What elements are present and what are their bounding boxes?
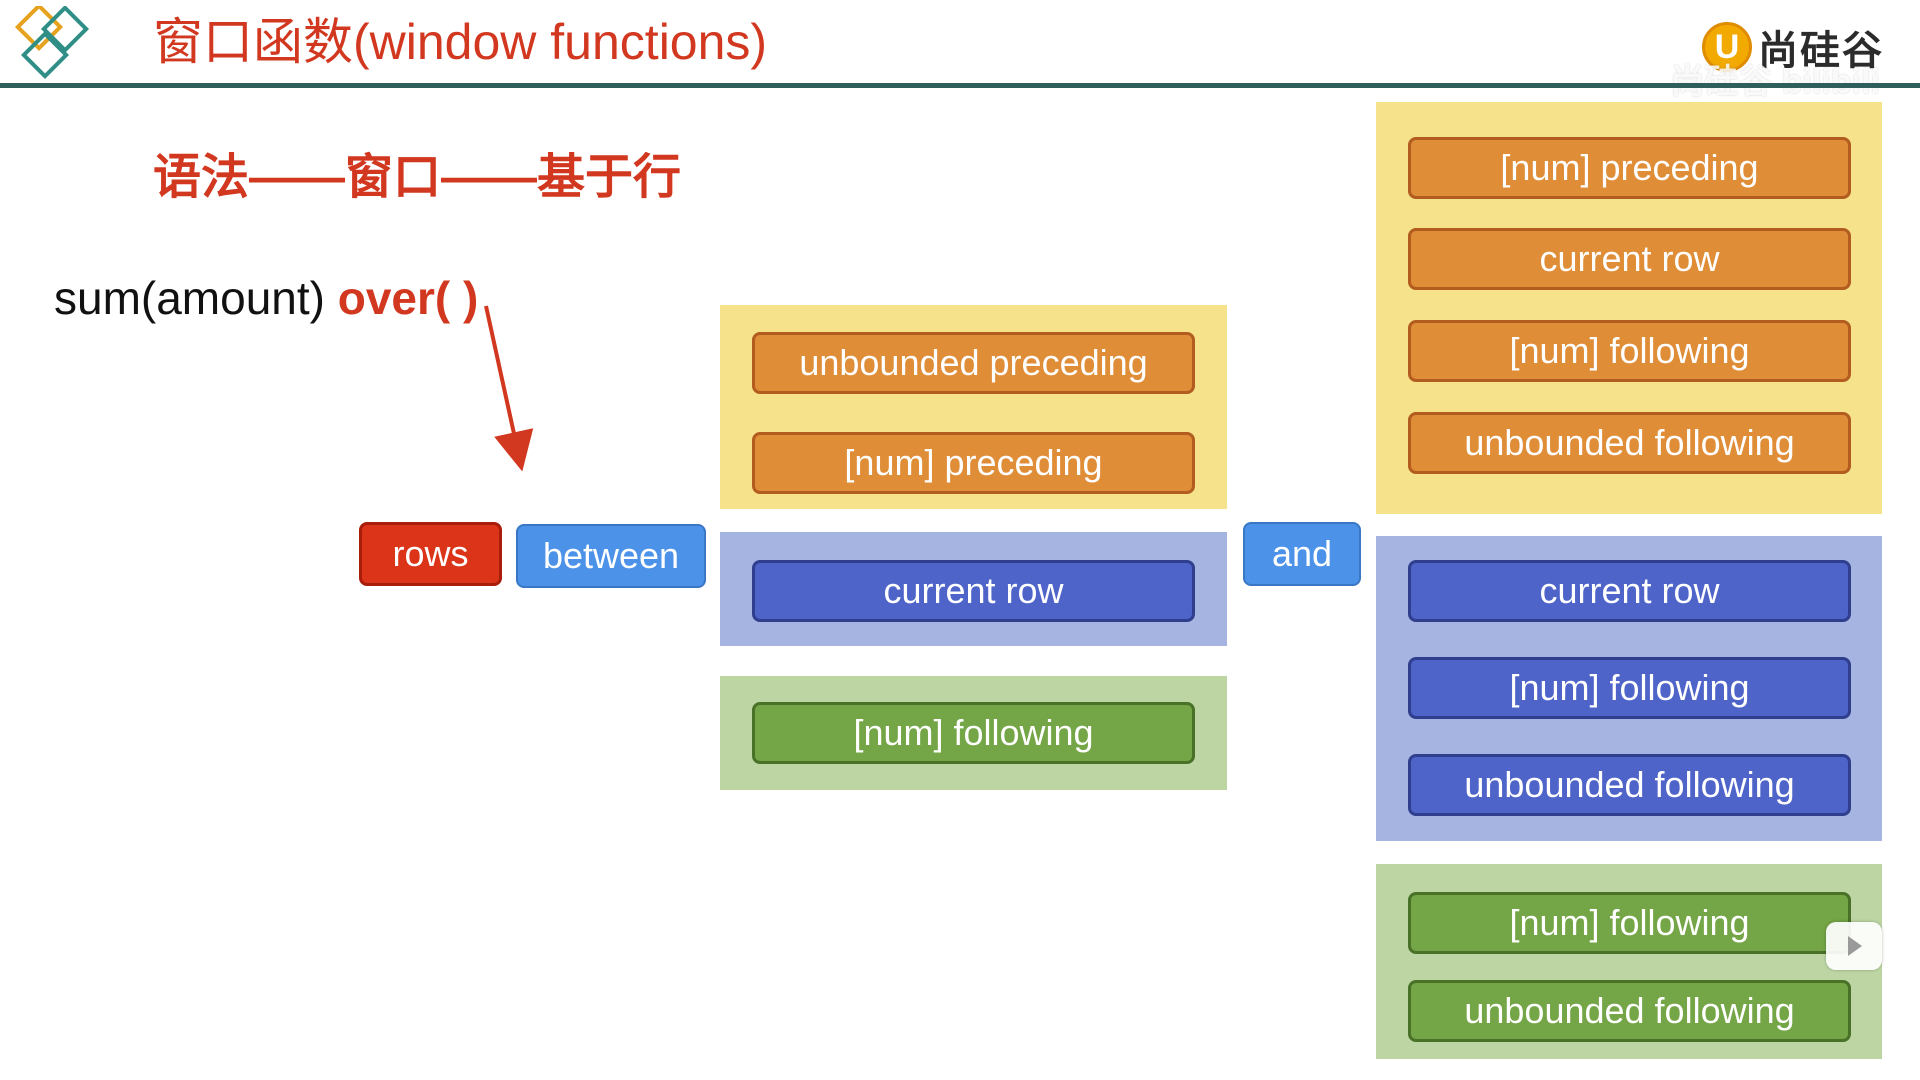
end-option-current-row: current row — [1408, 228, 1851, 290]
brand-u-icon: U — [1702, 22, 1752, 72]
between-keyword: between — [516, 524, 706, 588]
header-divider — [0, 83, 1920, 88]
slide-title: 窗口函数(window functions) — [153, 14, 768, 70]
end-option-num-following-green: [num] following — [1408, 892, 1851, 954]
start-option-unbounded-preceding: unbounded preceding — [752, 332, 1195, 394]
video-play-icon[interactable] — [1826, 922, 1882, 970]
formula-prefix: sum(amount) — [54, 272, 338, 324]
brand-logo: U 尚硅谷 — [1702, 16, 1884, 78]
end-option-num-following: [num] following — [1408, 657, 1851, 719]
video-watermark: 尚硅谷 bilibili — [1670, 63, 1880, 101]
start-option-num-following: [num] following — [752, 702, 1195, 764]
formula-over: over( — [337, 272, 451, 324]
diamond-logo-icon — [14, 6, 90, 80]
brand-name: 尚硅谷 — [1758, 29, 1884, 73]
end-option-unbounded-following: unbounded following — [1408, 412, 1851, 474]
end-option-current-row: current row — [1408, 560, 1851, 622]
end-option-num-preceding: [num] preceding — [1408, 137, 1851, 199]
end-option-unbounded-following-green: unbounded following — [1408, 980, 1851, 1042]
play-triangle-icon — [1848, 936, 1862, 956]
syntax-heading: 语法——窗口——基于行 — [153, 151, 682, 204]
formula-close: ) — [450, 272, 479, 324]
end-option-num-following: [num] following — [1408, 320, 1851, 382]
start-option-current-row: current row — [752, 560, 1195, 622]
end-option-unbounded-following: unbounded following — [1408, 754, 1851, 816]
formula: sum(amount) over( ) — [54, 270, 478, 326]
rows-keyword: rows — [359, 522, 502, 586]
start-option-num-preceding: [num] preceding — [752, 432, 1195, 494]
and-keyword: and — [1243, 522, 1361, 586]
